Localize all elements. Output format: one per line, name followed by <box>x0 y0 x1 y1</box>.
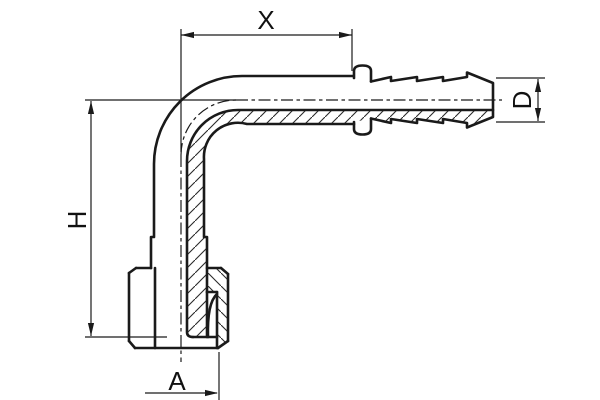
bead-bottom-fill <box>354 118 371 135</box>
nut-chamfer-bottom-left <box>127 339 137 350</box>
elbow-outer-contour <box>149 74 356 270</box>
d-arrow-top <box>534 79 542 92</box>
dimension-x <box>180 29 353 152</box>
h-arrow-bottom <box>87 323 95 336</box>
centerlines <box>180 99 502 362</box>
bead-top <box>352 64 373 83</box>
dimension-h <box>85 99 236 338</box>
x-arrow-left <box>181 31 194 39</box>
fitting-body <box>127 64 495 350</box>
dimension-d-label: D <box>507 91 537 110</box>
bead-bottom <box>352 117 373 136</box>
nut-chamfer-bottom-right <box>216 339 230 350</box>
dimension-a-label: A <box>168 366 186 396</box>
bore-line <box>185 108 495 339</box>
tube-section-hatch <box>187 110 493 337</box>
nut-chamfer-top-right <box>219 266 230 276</box>
dimension-h-label: H <box>62 211 92 230</box>
nut-chamfer-top-left <box>127 266 138 275</box>
section-hatching <box>187 110 493 348</box>
x-arrow-right <box>339 31 352 39</box>
dimension-a <box>145 352 220 400</box>
a-arrow-right <box>205 389 218 397</box>
elbow-centerline-arc <box>180 99 237 156</box>
bead-top-fill <box>354 65 371 82</box>
h-arrow-top <box>87 101 95 114</box>
dimension-d <box>496 77 545 123</box>
dimension-labels: X H D A <box>62 5 537 396</box>
dimension-x-label: X <box>257 5 274 35</box>
hose-barbs <box>369 71 495 129</box>
section-outer-wall <box>202 121 356 294</box>
d-arrow-bottom <box>534 108 542 121</box>
seat-flare-curve <box>206 292 219 339</box>
